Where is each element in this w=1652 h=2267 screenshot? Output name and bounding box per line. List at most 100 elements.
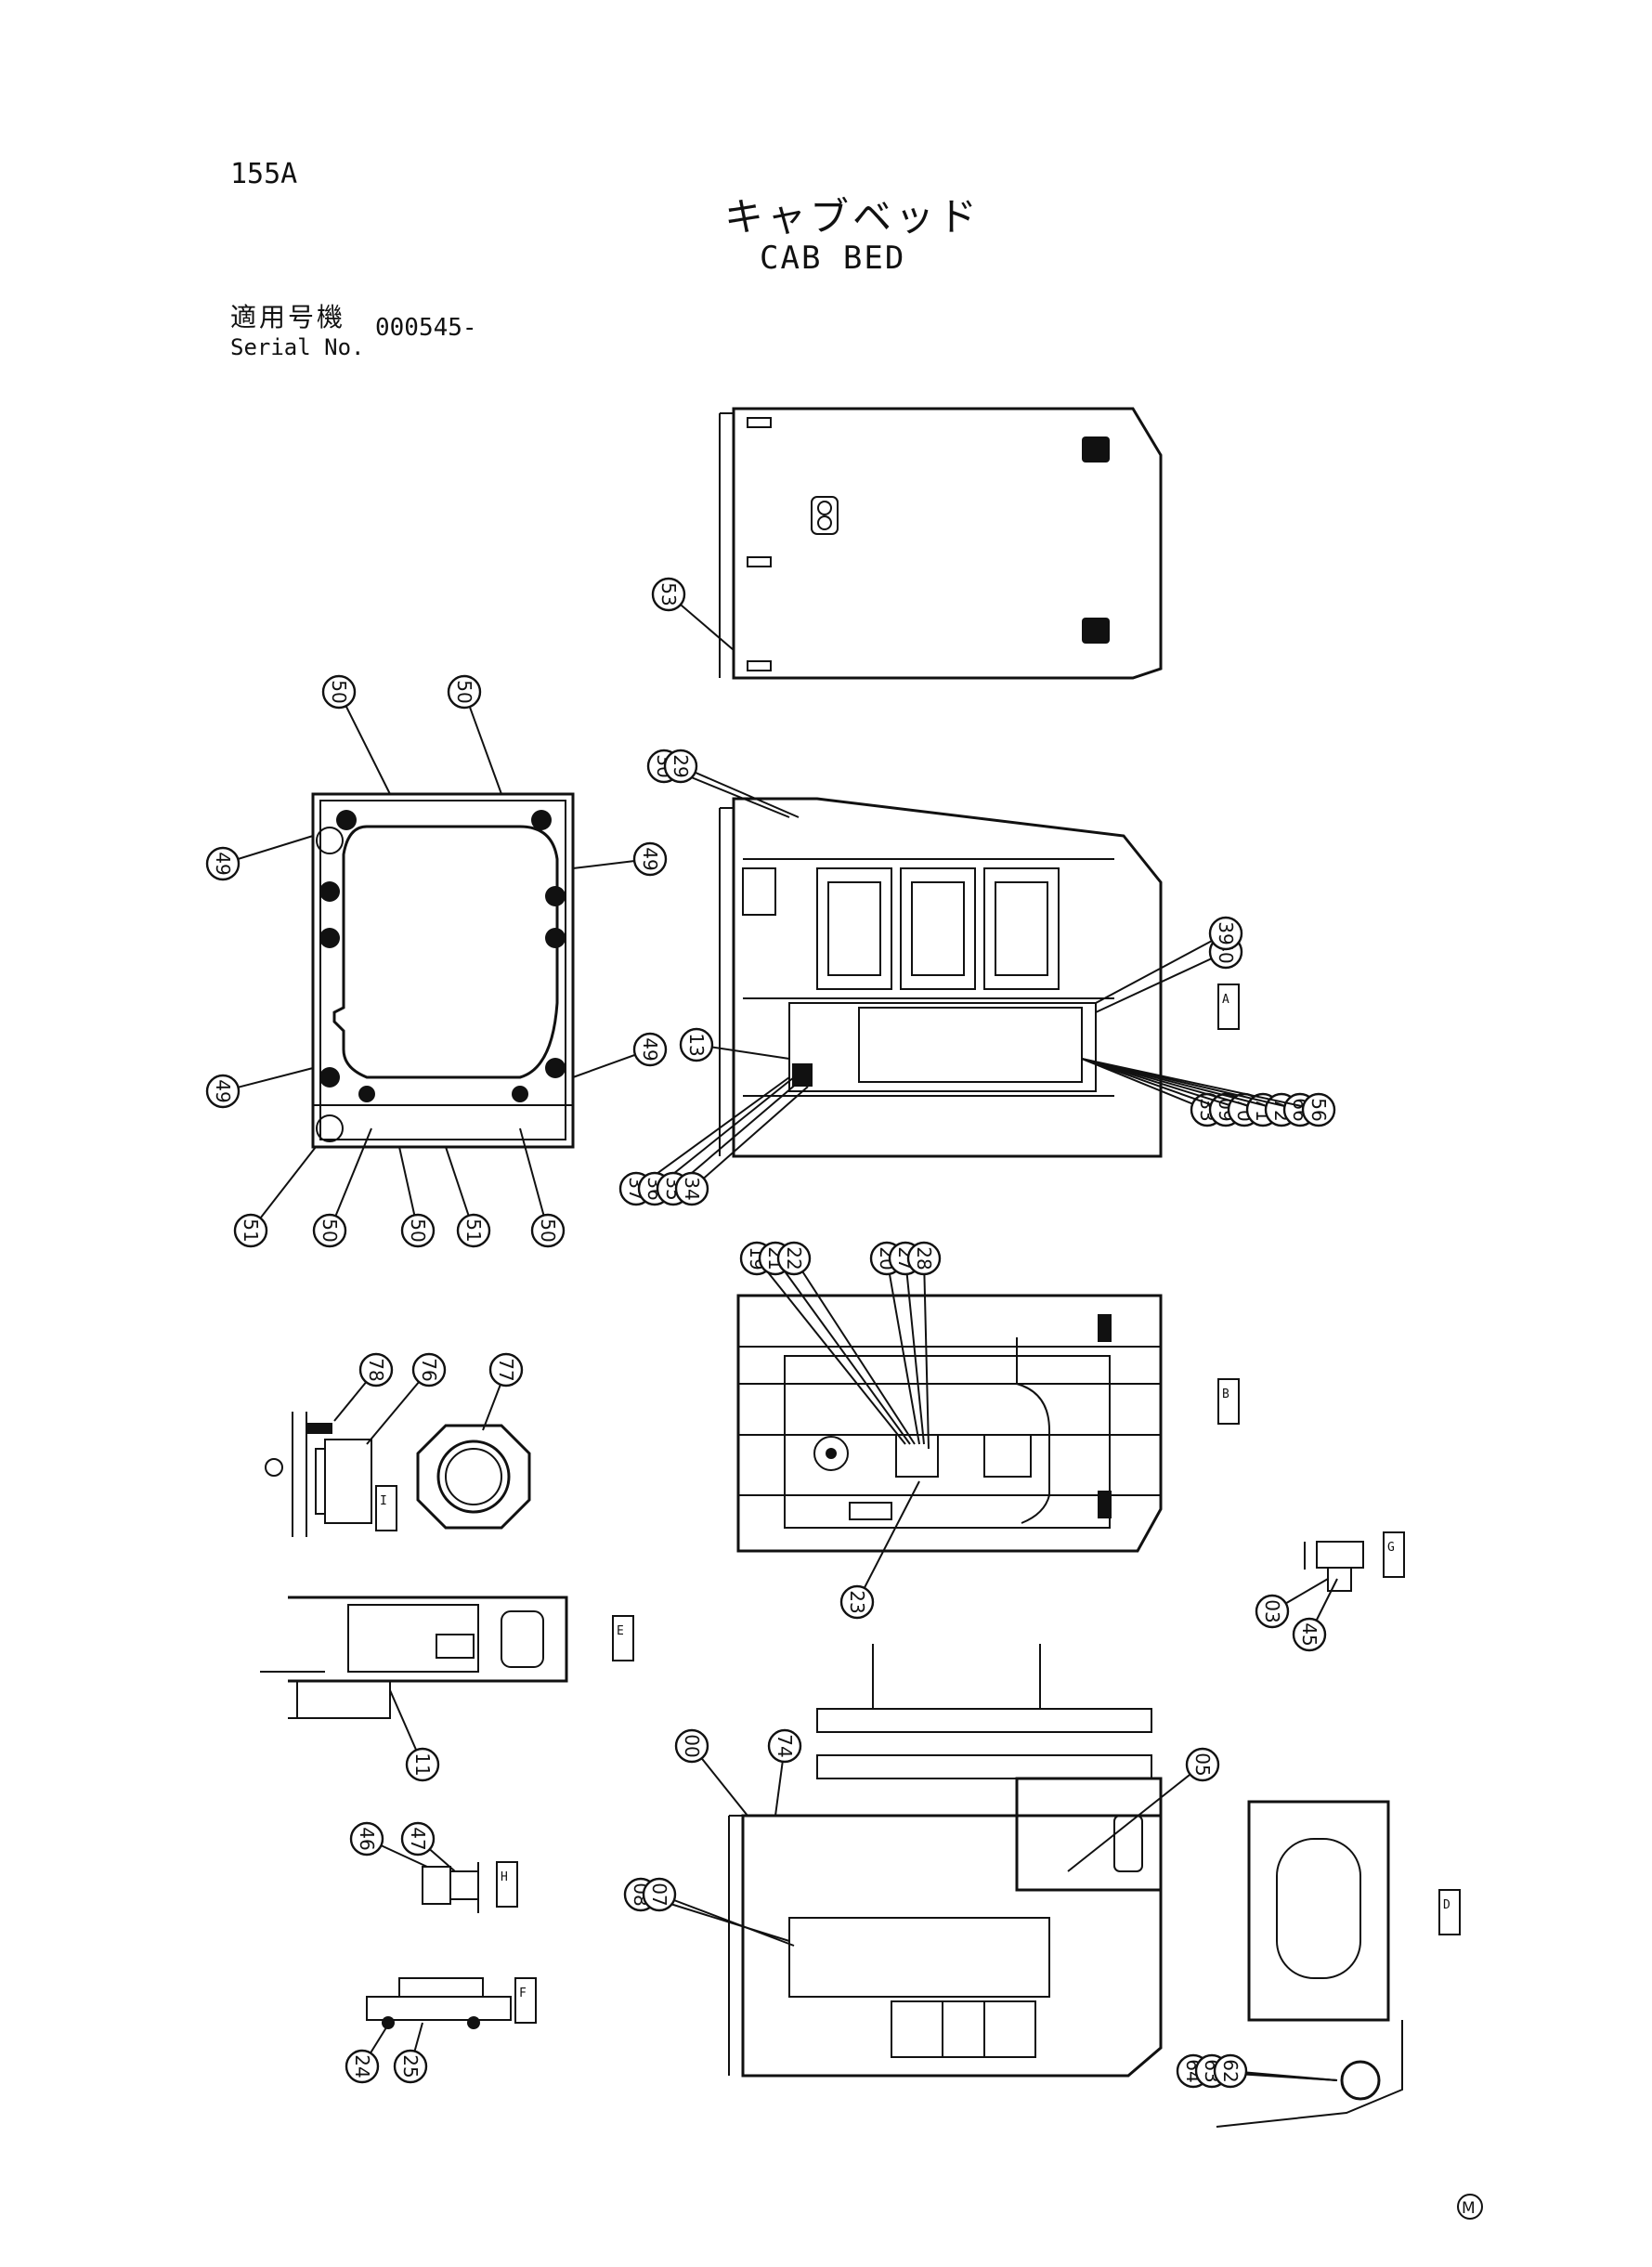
svg-text:56: 56	[1307, 1098, 1330, 1121]
svg-text:74: 74	[774, 1734, 796, 1757]
svg-text:23: 23	[846, 1590, 868, 1613]
callout-leader	[774, 1257, 911, 1445]
callout-bubble-28: 28	[906, 1241, 942, 1276]
title-english: CAB BED	[760, 240, 906, 277]
svg-text:62: 62	[1219, 2059, 1242, 2082]
callout-bubble-13: 13	[679, 1027, 714, 1062]
svg-text:77: 77	[495, 1358, 517, 1381]
svg-text:13: 13	[685, 1033, 708, 1056]
callout-leader	[1067, 1764, 1203, 1872]
callout-leader	[1081, 1058, 1208, 1111]
svg-text:53: 53	[657, 582, 680, 606]
callout-bubble-00: 00	[674, 1728, 709, 1764]
svg-text:46: 46	[356, 1827, 378, 1850]
serial-label-japanese: 適用号機	[230, 302, 346, 332]
callout-bubble-51: 51	[233, 1213, 268, 1248]
callout-bubble-49: 49	[205, 1074, 241, 1109]
callout-bubble-45: 45	[1292, 1617, 1327, 1652]
callout-bubble-50: 50	[400, 1213, 436, 1248]
svg-text:I: I	[380, 1494, 387, 1508]
callout-leader	[338, 691, 391, 795]
callout-leader	[1095, 951, 1227, 1013]
callout-leader	[1081, 1058, 1320, 1111]
svg-text:50: 50	[328, 680, 350, 703]
callout-leader	[886, 1257, 920, 1445]
serial-number-value: 000545-	[375, 314, 477, 342]
callout-leader	[856, 1480, 920, 1603]
detail-e	[260, 1596, 568, 1719]
svg-text:D: D	[1443, 1898, 1450, 1912]
callout-leader	[1095, 932, 1227, 1004]
view-tag-e: E	[612, 1615, 634, 1661]
svg-text:29: 29	[670, 754, 692, 777]
detail-i	[265, 1412, 531, 1537]
callout-leader	[635, 1076, 790, 1190]
svg-text:00: 00	[681, 1734, 703, 1757]
svg-text:47: 47	[407, 1827, 429, 1850]
callout-leader	[923, 1257, 930, 1450]
svg-text:28: 28	[913, 1246, 935, 1270]
callout-layer: 5350504949494951505051503029403913373635…	[205, 577, 1338, 2089]
callout-bubble-49: 49	[632, 841, 668, 877]
callout-bubble-53: 53	[651, 577, 686, 612]
callout-bubble-56: 56	[1301, 1092, 1336, 1127]
callout-bubble-11: 11	[405, 1747, 440, 1782]
callout-leader	[329, 1127, 372, 1231]
svg-text:50: 50	[453, 680, 475, 703]
callout-bubble-46: 46	[349, 1821, 384, 1857]
view-tag-f: F	[514, 1977, 537, 2024]
bed-top-view	[719, 797, 1163, 1158]
callout-leader	[1229, 2070, 1338, 2081]
svg-text:49: 49	[639, 1037, 661, 1061]
view-tag-h: H	[496, 1861, 518, 1908]
view-tag-a: A	[1217, 984, 1240, 1030]
svg-text:05: 05	[1191, 1752, 1214, 1776]
view-tag-g: G	[1383, 1531, 1405, 1578]
detail-h	[422, 1862, 479, 1913]
callout-leader	[691, 1086, 809, 1190]
svg-text:49: 49	[212, 852, 234, 875]
callout-bubble-74: 74	[767, 1728, 802, 1764]
svg-text:25: 25	[399, 2054, 422, 2078]
callout-bubble-29: 29	[663, 749, 698, 784]
callout-leader	[904, 1257, 925, 1445]
callout-bubble-05: 05	[1185, 1747, 1220, 1782]
svg-text:H: H	[501, 1870, 508, 1884]
callout-bubble-77: 77	[488, 1352, 524, 1388]
svg-text:E: E	[617, 1624, 624, 1638]
svg-text:51: 51	[240, 1218, 262, 1242]
svg-text:M: M	[1462, 2199, 1476, 2218]
callout-leader	[250, 1146, 317, 1231]
callout-leader	[793, 1257, 916, 1445]
svg-text:07: 07	[648, 1883, 670, 1906]
svg-text:11: 11	[411, 1752, 434, 1776]
callout-leader	[654, 1076, 795, 1190]
svg-text:A: A	[1222, 993, 1229, 1007]
svg-text:45: 45	[1298, 1622, 1320, 1646]
svg-text:50: 50	[407, 1218, 429, 1242]
svg-text:49: 49	[639, 847, 661, 870]
svg-text:49: 49	[212, 1079, 234, 1102]
callout-bubble-34: 34	[674, 1171, 709, 1206]
callout-bubble-78: 78	[358, 1352, 394, 1388]
callout-bubble-51: 51	[456, 1213, 491, 1248]
callout-leader	[672, 1081, 800, 1190]
callout-bubble-47: 47	[400, 1821, 436, 1857]
svg-text:39: 39	[1215, 921, 1237, 945]
svg-text:22: 22	[783, 1246, 805, 1270]
svg-text:78: 78	[365, 1358, 387, 1381]
svg-text:51: 51	[462, 1218, 485, 1242]
callout-leader	[463, 691, 502, 795]
callout-bubble-62: 62	[1213, 2053, 1248, 2089]
callout-leader	[680, 765, 800, 818]
callout-bubble-50: 50	[447, 674, 482, 710]
callout-bubble-39: 39	[1208, 916, 1243, 951]
svg-text:03: 03	[1261, 1599, 1283, 1622]
view-tag-d: D	[1438, 1889, 1461, 1935]
callout-bubble-24: 24	[345, 2049, 380, 2084]
top-plate-view	[719, 407, 1163, 680]
callout-bubble-25: 25	[393, 2049, 428, 2084]
svg-text:34: 34	[681, 1177, 703, 1200]
svg-text:76: 76	[418, 1358, 440, 1381]
